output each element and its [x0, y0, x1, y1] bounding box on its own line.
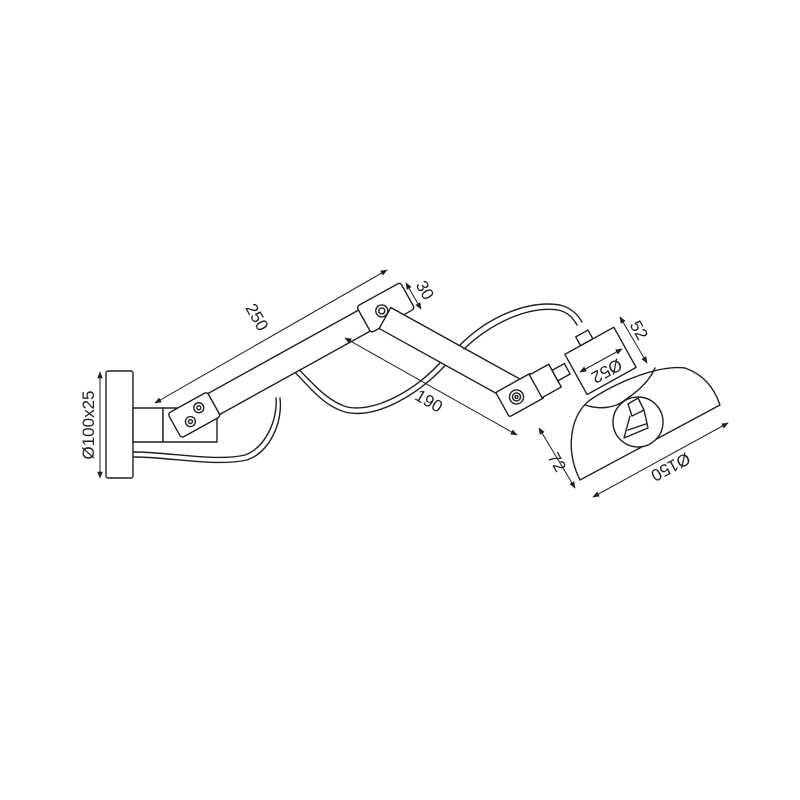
dim-arm-length: 250: [241, 300, 272, 334]
head-joint: [495, 362, 571, 417]
dim-head-length: 52: [626, 317, 652, 343]
stem: [132, 407, 164, 443]
cable-lower: [133, 397, 277, 459]
cable-upper: [459, 303, 583, 346]
dim-shade-height: 72: [544, 449, 570, 475]
bulb-icon: [612, 396, 664, 448]
dim-base: Ø100x25: [79, 391, 98, 460]
first-arm: [168, 282, 415, 438]
wall-plate: [105, 370, 134, 479]
